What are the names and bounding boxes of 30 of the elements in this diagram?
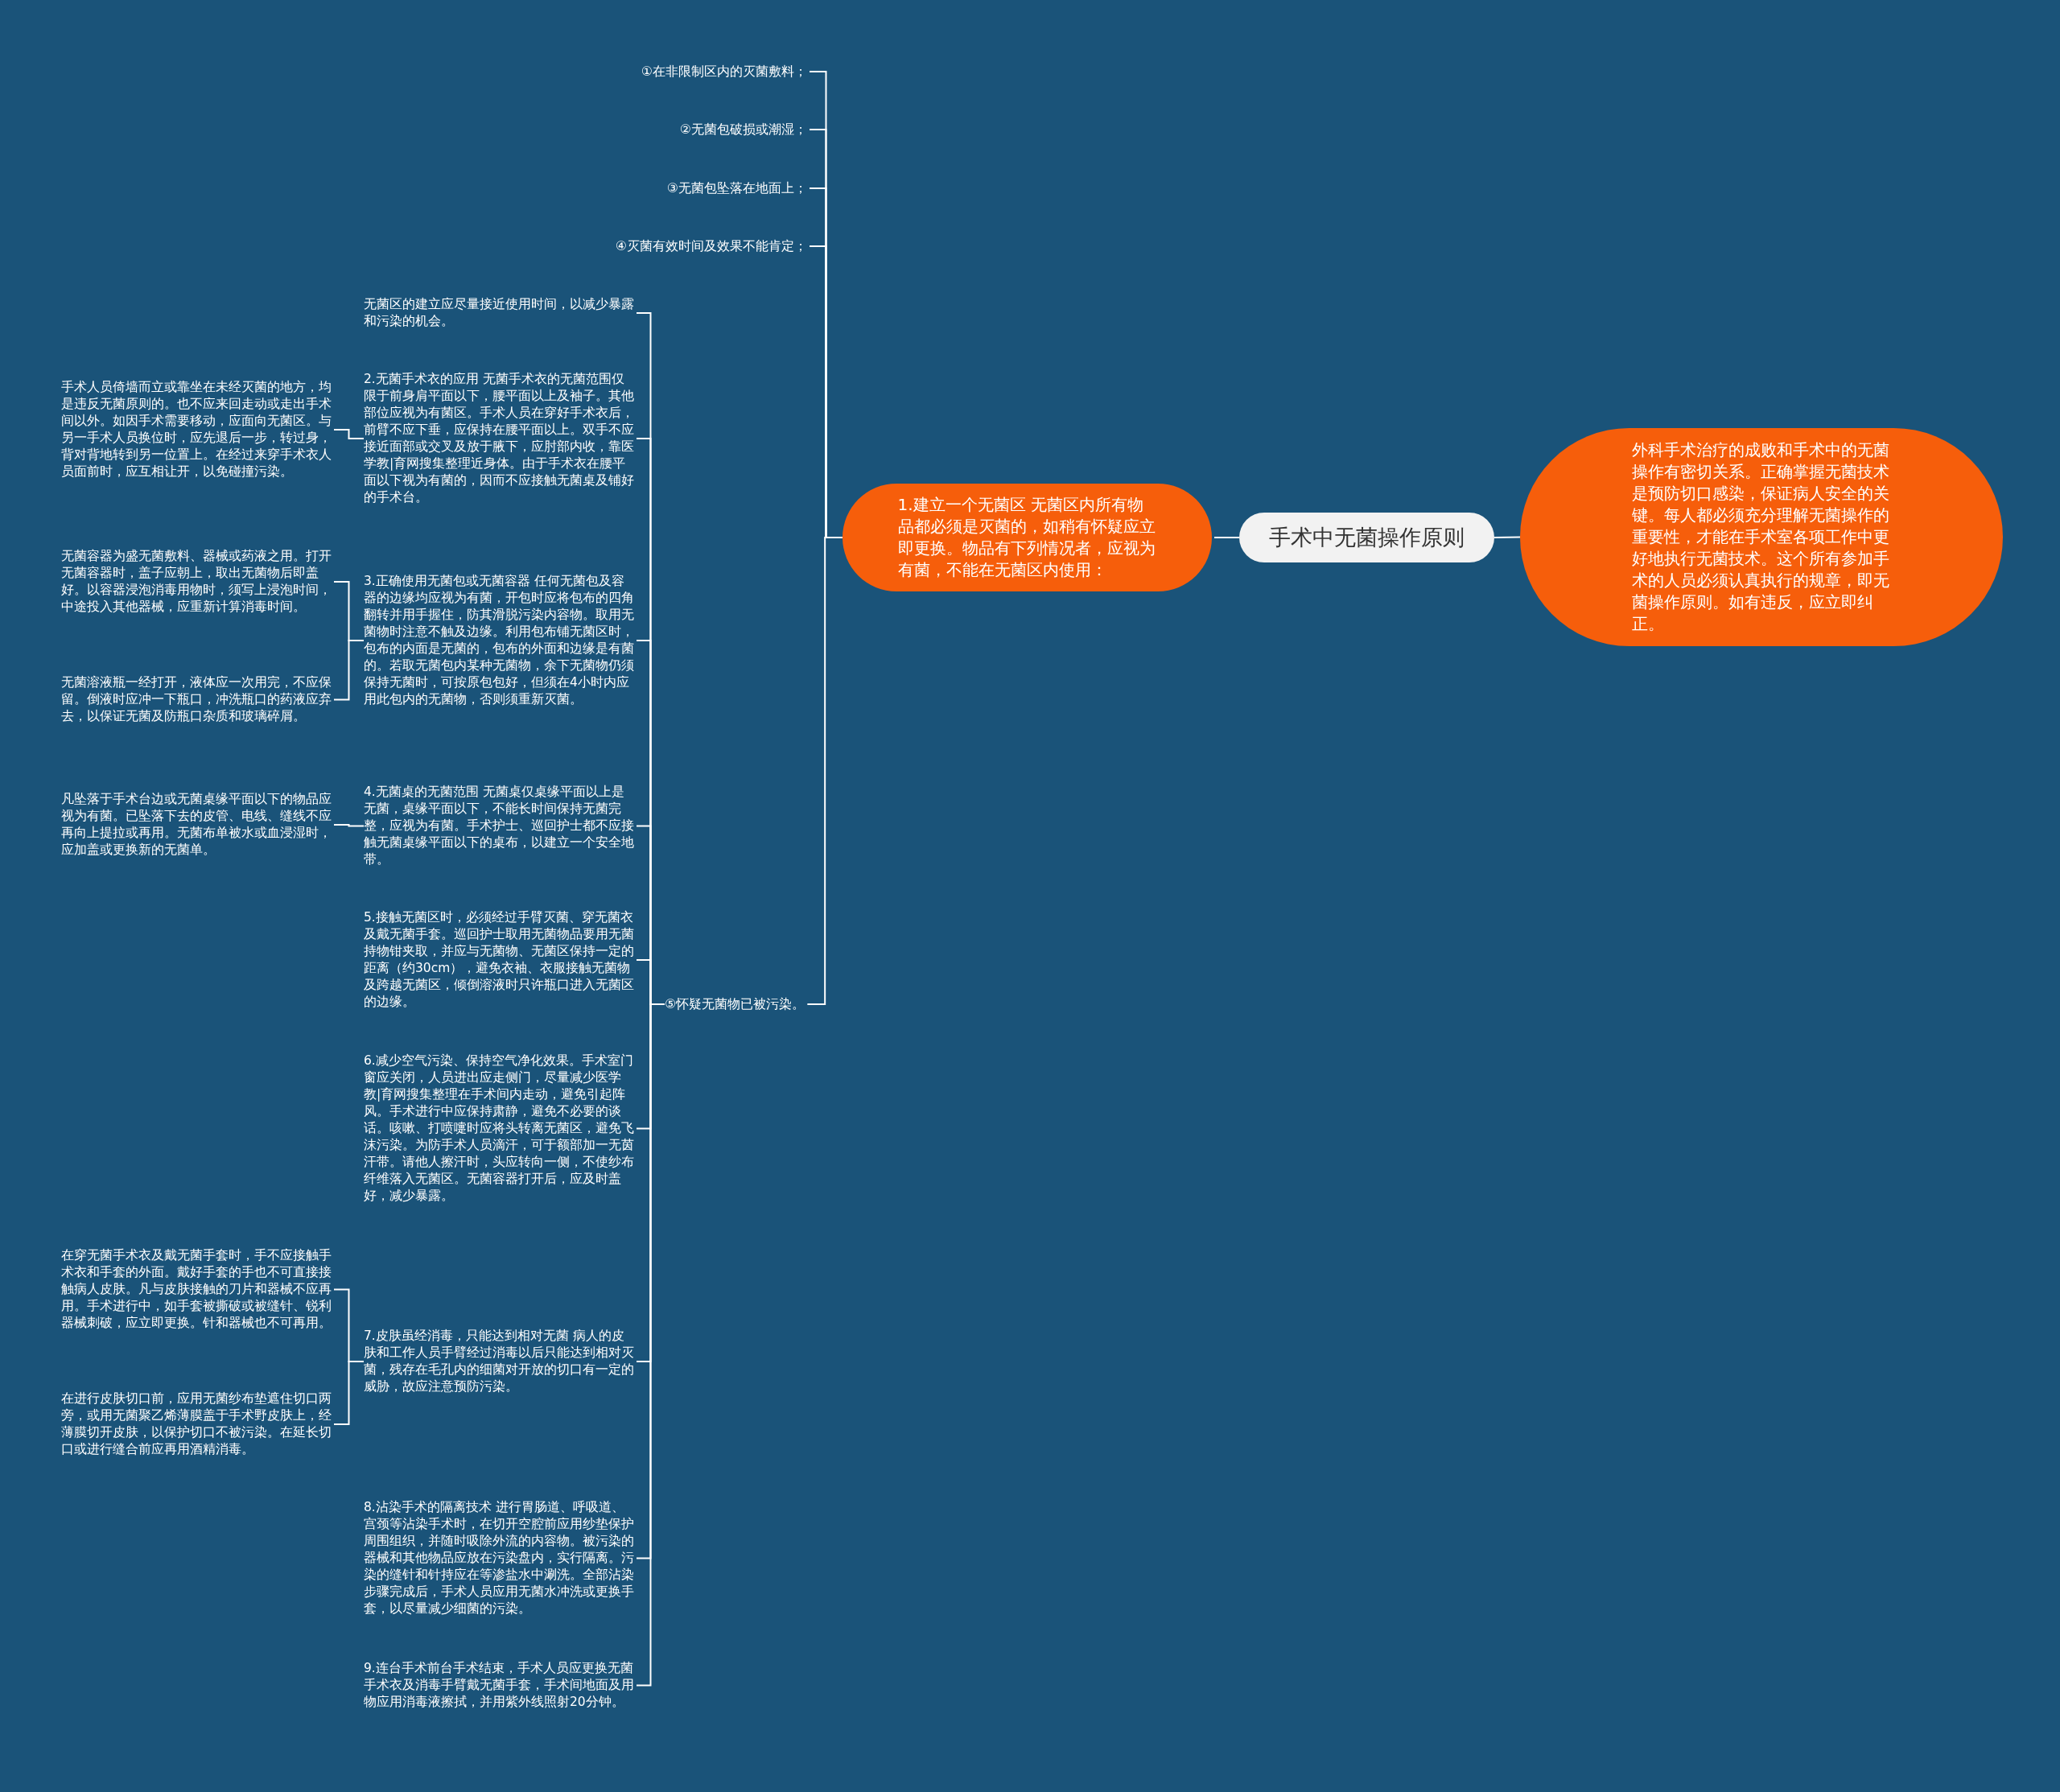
paragraph-text: 8.沾染手术的隔离技术 进行胃肠道、呼吸道、宫颈等沾染手术时，在切开空腔前应用纱垫保护周围组织，并随时吸除外流的内容物。被污染的器械和其他物品应放在污染盘内，实行隔离。污染的缝针和针持应在等渗盐水中涮洗。全部沾染步骤完成后，手术人员应用无菌水冲洗或更换手套，以尽量减少细菌的污染。 [364, 1499, 634, 1617]
list-item-text: ③无菌包坠落在地面上； [666, 179, 807, 197]
topic-bubble: 外科手术治疗的成败和手术中的无菌操作有密切关系。正确掌握无菌技术是预防切口感染，保证病人安全的关键。每人都必须充分理解无菌操作的重要性，才能在手术室各项工作中更好地执行无菌技术。这个所有参加手术的人员必须认真执行的规章，即无菌操作原则。如有违反，应立即纠正。 [1520, 428, 2003, 646]
connector-line [333, 824, 365, 827]
paragraph-text: 4.无菌桌的无菌范围 无菌桌仅桌缘平面以上是无菌，桌缘平面以下，不能长时间保持无菌完整，应视为有菌。手术护士、巡回护士都不应接触无菌桌缘平面以下的桌布，以建立一个安全地带。 [364, 784, 634, 868]
list-item-text: ①在非限制区内的灭菌敷料； [641, 63, 807, 80]
topic-bubble: 1.建立一个无菌区 无菌区内所有物品都必须是灭菌的，如稍有怀疑应立即更换。物品有下列情况者，应视为有菌，不能在无菌区内使用： [843, 484, 1212, 591]
paragraph-text: 无菌溶液瓶一经打开，液体应一次用完，不应保留。倒液时应冲一下瓶口，冲洗瓶口的药液应弃去，以保证无菌及防瓶口杂质和玻璃碎屑。 [61, 674, 332, 725]
paragraph-text: 凡坠落于手术台边或无菌桌缘平面以下的物品应视为有菌。已坠落下去的皮管、电线、缝线不应再向上提拉或再用。无菌布单被水或血浸湿时，应加盖或更换新的无菌单。 [61, 791, 332, 859]
connector-line [333, 429, 365, 439]
list-item-text: ⑤怀疑无菌物已被污染。 [665, 995, 805, 1013]
paragraph-text: 3.正确使用无菌包或无菌容器 任何无菌包及容器的边缘均应视为有菌，开包时应将包布的四角翻转并用手握住，防其滑脱污染内容物。取用无菌物时注意不触及边缘。利用包布铺无菌区时，包布的内面是无菌的，包布的外面和边缘是有菌的。若取无菌包内某种无菌物，余下无菌物仍须保持无菌时，可按原包包好，但须在4小时内应用此包内的无菌物，否则须重新灭菌。 [364, 573, 634, 708]
paragraph-text: 在进行皮肤切口前，应用无菌纱布垫遮住切口两旁，或用无菌聚乙烯薄膜盖于手术野皮肤上，经薄膜切开皮肤，以保护切口不被污染。在延长切口或进行缝合前应再用酒精消毒。 [61, 1390, 332, 1458]
paragraph-text: 5.接触无菌区时，必须经过手臂灭菌、穿无菌衣及戴无菌手套。巡回护士取用无菌物品要用无菌持物钳夹取，并应与无菌物、无菌区保持一定的距离（约30cm），避免衣袖、衣服接触无菌物及跨越无菌区，倾倒溶液时只许瓶口进入无菌区的边缘。 [364, 909, 634, 1011]
central-topic-box: 手术中无菌操作原则 [1239, 513, 1494, 562]
paragraph-text: 手术人员倚墙而立或靠坐在未经灭菌的地方，均是违反无菌原则的。也不应来回走动或走出手术间以外。如因手术需要移动，应面向无菌区。与另一手术人员换位时，应先退后一步，转过身，背对背地转到另一位置上。在经过来穿手术衣人员面前时，应互相让开，以免碰撞污染。 [61, 379, 332, 480]
connector-line [1494, 536, 1521, 538]
connector-line [636, 1003, 665, 1687]
paragraph-text: 6.减少空气污染、保持空气净化效果。手术室门窗应关闭，人员进出应走侧门，尽量减少医学教|育网搜集整理在手术间内走动，避免引起阵风。手术进行中应保持肃静，避免不必要的谈话。咳嗽、打喷嚏时应将头转离无菌区，避免飞沫污染。为防手术人员滴汗，可于额部加一无茵汗带。请他人擦汗时，头应转向一侧，不使纱布纤维落入无菌区。无菌容器打开后，应及时盖好，减少暴露。 [364, 1053, 634, 1205]
paragraph-text: 2.无菌手术衣的应用 无菌手术衣的无菌范围仅限于前身肩平面以下，腰平面以上及袖子。其他部位应视为有菌区。手术人员在穿好手术衣后，前臂不应下垂，应保持在腰平面以上。双手不应接近面部或交叉及放于腋下，应肘部内收，靠医学教|育网搜集整理近身体。由于手术衣在腰平面以下视为有菌的，因而不应接触无菌桌及铺好的手术台。 [364, 371, 634, 506]
list-item-text: ④灭菌有效时间及效果不能肯定； [615, 237, 807, 255]
paragraph-text: 7.皮肤虽经消毒，只能达到相对无菌 病人的皮肤和工作人员手臂经过消毒以后只能达到相对灭菌，残存在毛孔内的细菌对开放的切口有一定的威胁，故应注意预防污染。 [364, 1328, 634, 1395]
connector-line [333, 1361, 365, 1425]
paragraph-text: 无菌区的建立应尽量接近使用时间，以减少暴露和污染的机会。 [364, 296, 634, 330]
paragraph-text: 9.连台手术前台手术结束，手术人员应更换无菌手术衣及消毒手臂戴无菌手套，手术间地面及用物应用消毒液擦拭，并用紫外线照射20分钟。 [364, 1660, 634, 1711]
paragraph-text: 在穿无菌手术衣及戴无菌手套时，手不应接触手术衣和手套的外面。戴好手套的手也不可直接接触病人皮肤。凡与皮肤接触的刀片和器械不应再用。手术进行中，如手套被撕破或被缝针、锐利器械刺破，应立即更换。针和器械也不可再用。 [61, 1247, 332, 1332]
list-item-text: ②无菌包破损或潮湿； [679, 121, 807, 138]
connector-line [1213, 537, 1240, 538]
paragraph-text: 无菌容器为盛无菌敷料、器械或药液之用。打开无菌容器时，盖子应朝上，取出无菌物后即盖好。以容器浸泡消毒用物时，须写上浸泡时间，中途投入其他器械，应重新计算消毒时间。 [61, 548, 332, 616]
connector-line [333, 640, 365, 701]
